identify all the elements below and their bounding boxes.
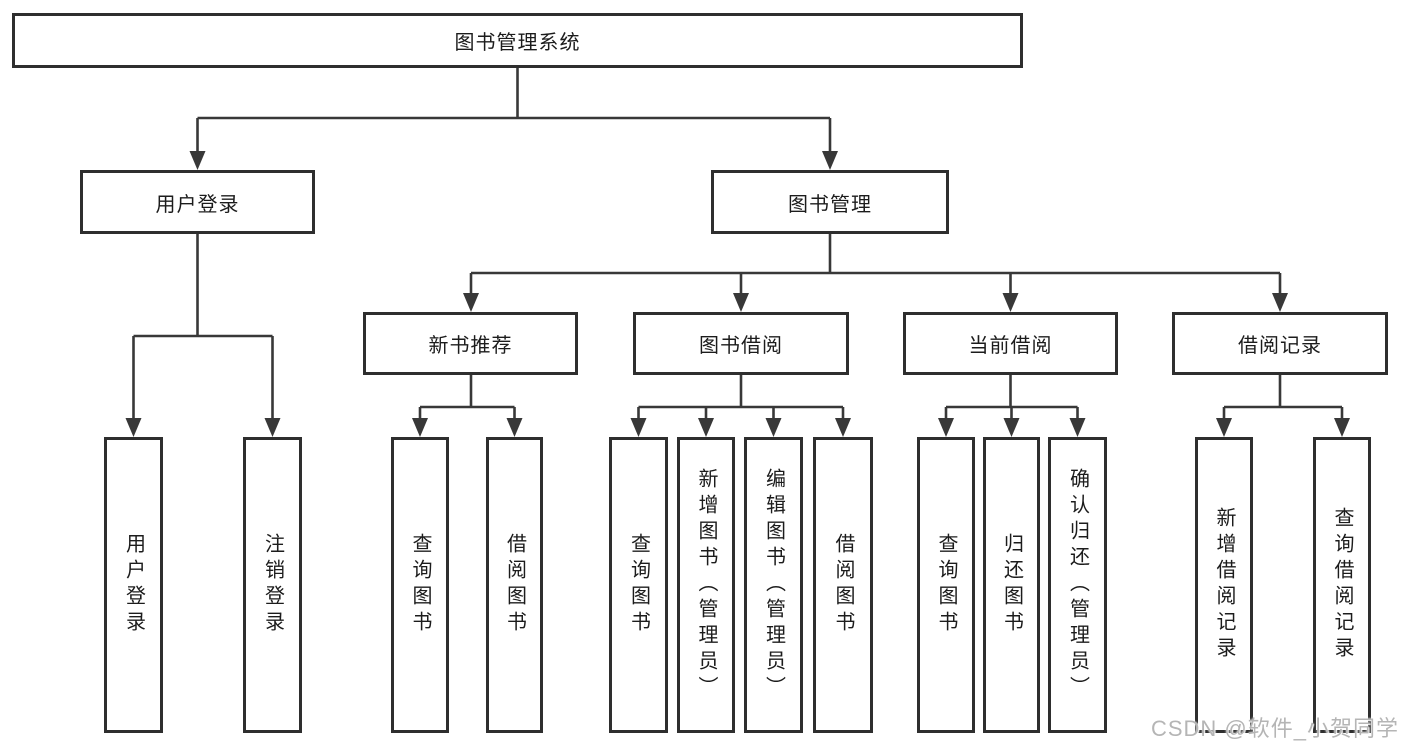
leaf-add-books-admin: 新增图书（管理员）	[677, 437, 735, 733]
node-book-borrow-label: 图书借阅	[699, 335, 783, 357]
node-library-system: 图书管理系统	[12, 13, 1023, 68]
leaf-return-books-label: 归还图书	[1000, 533, 1023, 637]
node-new-book-recommend: 新书推荐	[363, 312, 578, 375]
node-new-book-recommend-label: 新书推荐	[428, 335, 513, 357]
leaf-add-borrow-record: 新增借阅记录	[1195, 437, 1253, 733]
leaf-add-books-admin-label: 新增图书（管理员）	[695, 468, 717, 702]
node-borrow-records: 借阅记录	[1172, 312, 1388, 375]
leaf-query-borrow-record-label: 查询借阅记录	[1331, 507, 1353, 663]
node-library-system-label: 图书管理系统	[454, 32, 581, 54]
node-borrow-records-label: 借阅记录	[1238, 335, 1322, 357]
leaf-confirm-return-admin-label: 确认归还（管理员）	[1066, 468, 1089, 702]
node-user-login: 用户登录	[80, 170, 315, 234]
node-current-borrow: 当前借阅	[903, 312, 1118, 375]
leaf-return-books: 归还图书	[983, 437, 1040, 733]
leaf-add-borrow-record-label: 新增借阅记录	[1213, 507, 1235, 663]
leaf-query-books-borrow: 查询图书	[609, 437, 668, 733]
leaf-user-login-label: 用户登录	[122, 533, 145, 637]
leaf-query-borrow-record: 查询借阅记录	[1313, 437, 1371, 733]
leaf-query-books-current-label: 查询图书	[935, 533, 957, 637]
leaf-logout-label: 注销登录	[261, 533, 284, 637]
node-user-login-label: 用户登录	[155, 193, 240, 216]
leaf-borrow-books-recommend-label: 借阅图书	[503, 533, 526, 637]
leaf-confirm-return-admin: 确认归还（管理员）	[1048, 437, 1107, 733]
leaf-user-login: 用户登录	[104, 437, 163, 733]
node-current-borrow-label: 当前借阅	[968, 335, 1053, 357]
node-book-management-label: 图书管理	[788, 193, 872, 216]
node-book-borrow: 图书借阅	[633, 312, 849, 375]
leaf-query-books-borrow-label: 查询图书	[627, 533, 650, 637]
leaf-query-books-current: 查询图书	[917, 437, 975, 733]
leaf-query-books-recommend: 查询图书	[391, 437, 449, 733]
leaf-borrow-books-label: 借阅图书	[832, 533, 854, 637]
leaf-edit-books-admin: 编辑图书（管理员）	[744, 437, 803, 733]
leaf-edit-books-admin-label: 编辑图书（管理员）	[762, 468, 785, 702]
node-book-management: 图书管理	[711, 170, 949, 234]
leaf-borrow-books-recommend: 借阅图书	[486, 437, 543, 733]
leaf-borrow-books: 借阅图书	[813, 437, 873, 733]
leaf-logout: 注销登录	[243, 437, 302, 733]
leaf-query-books-recommend-label: 查询图书	[409, 533, 431, 637]
